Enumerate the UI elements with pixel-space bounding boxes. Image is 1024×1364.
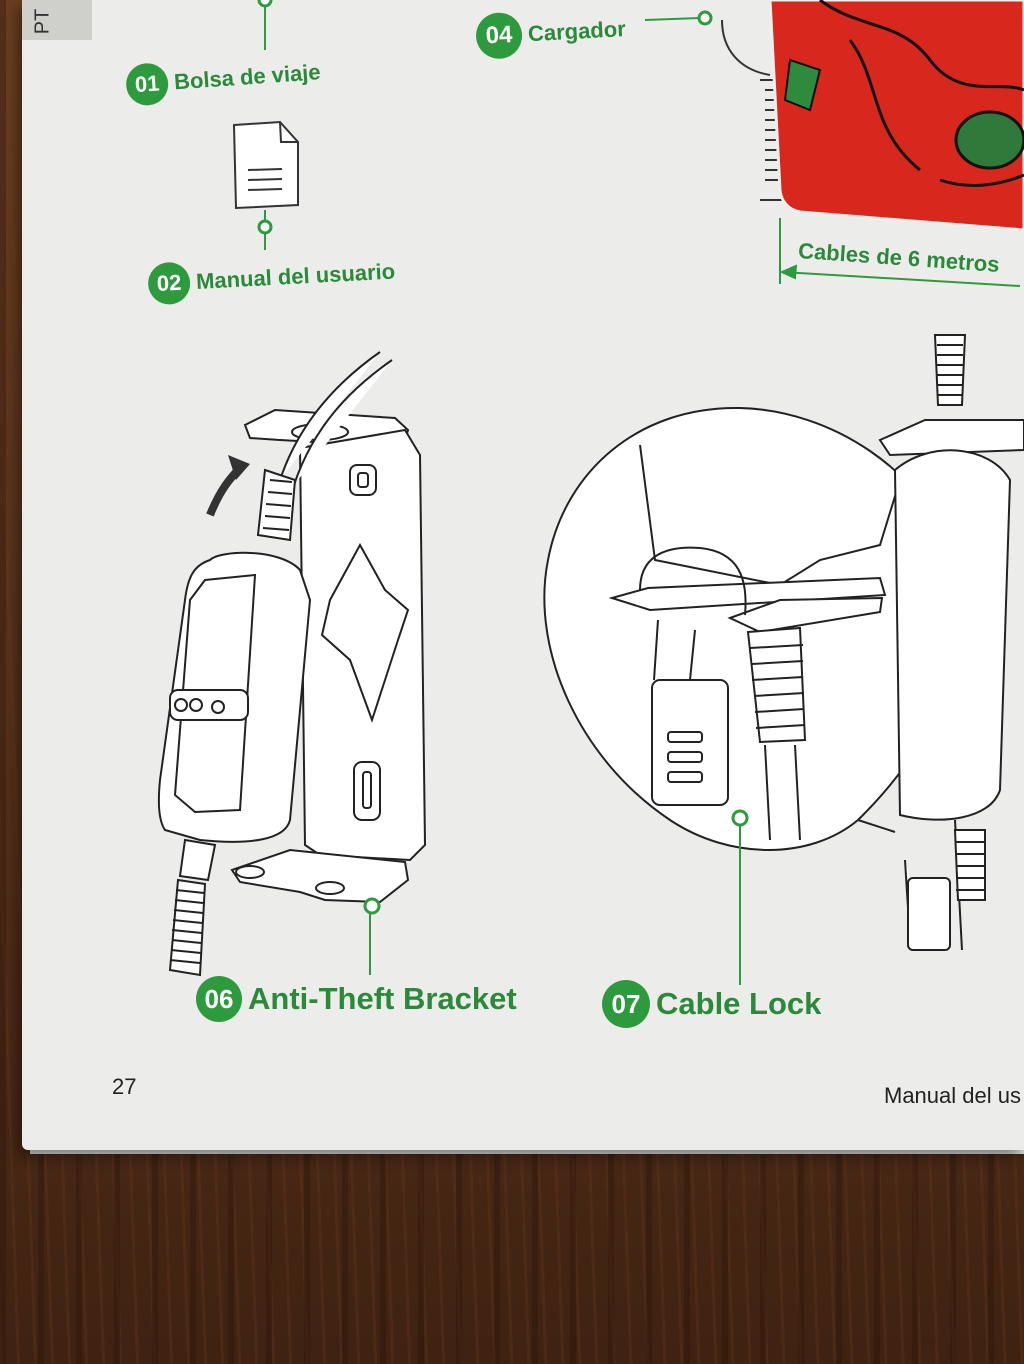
anti-theft-bracket-drawing [230,408,427,904]
leader-line-07 [731,809,749,985]
item-number-badge: 02 [147,261,192,306]
charger-control-box-drawing [157,351,393,977]
item-label-text: Bolsa de viaje [173,59,322,95]
item-number-badge: 04 [474,11,524,60]
leader-line-01 [257,0,273,50]
item-label-text: Cargador [527,16,627,47]
item-number-badge: 07 [602,980,650,1028]
item-label-text: Manual del usuario [195,258,396,294]
item-label-cable-lock: 07 Cable Lock [602,980,821,1028]
document-icon [232,120,299,210]
item-label-charger: 04 Cargador [474,6,627,60]
page-footer: Manual del us [884,1083,1021,1108]
item-label-text: Cable Lock [656,986,822,1021]
leader-line-04 [644,10,713,26]
item-label-text: Anti-Theft Bracket [248,981,517,1016]
page-number: 27 [112,1074,137,1099]
red-floral-box [768,0,1024,232]
rotate-arrow-head [228,455,250,480]
cable-lock-zoom-circle [543,406,964,851]
item-label-anti-theft-bracket: 06 Anti-Theft Bracket [196,976,517,1022]
item-number-badge: 01 [124,61,170,107]
language-tab: PT [22,0,92,40]
cable-length-dimension [779,218,1021,287]
leader-line-06 [363,897,381,975]
item-number-badge: 06 [196,976,242,1022]
installed-charger-drawing [878,334,1024,951]
leader-line-02 [257,210,273,250]
